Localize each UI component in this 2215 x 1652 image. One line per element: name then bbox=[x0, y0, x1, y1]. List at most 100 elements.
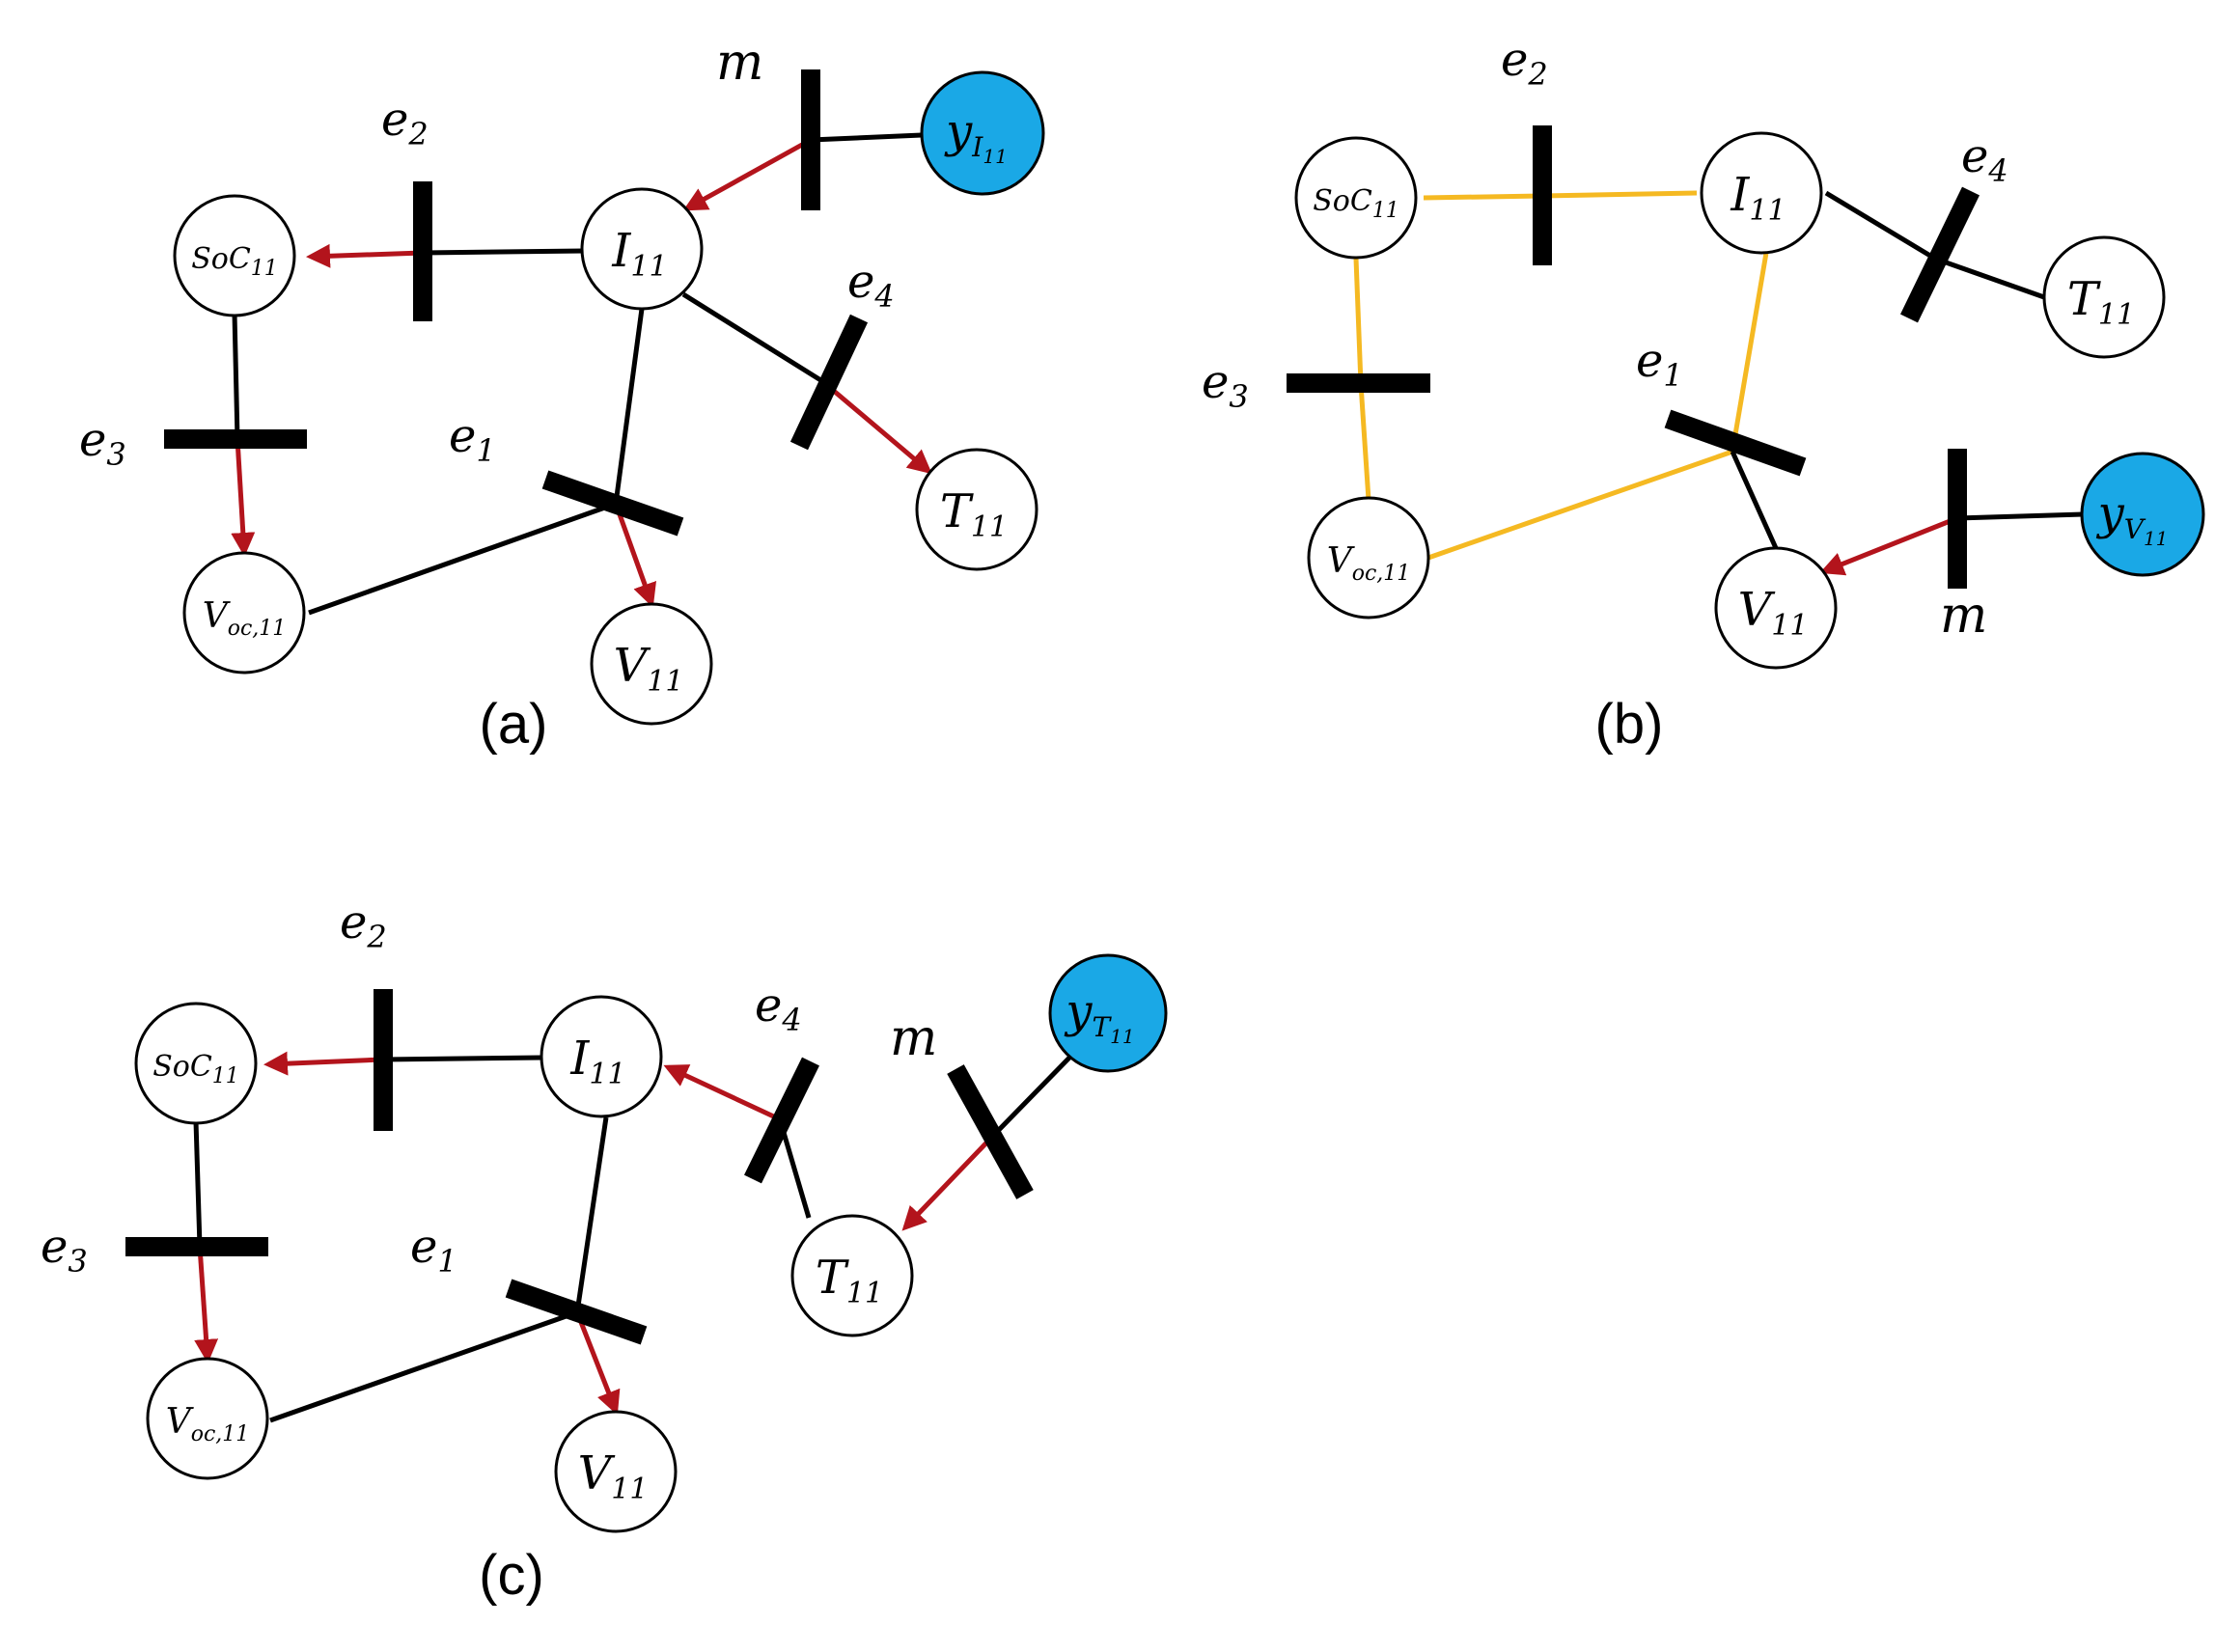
edge-i-e4 bbox=[1824, 190, 1937, 262]
node-subsubscript: 11 bbox=[983, 145, 1007, 168]
edge-i-e2 bbox=[422, 248, 585, 256]
node-subscript: 11 bbox=[971, 510, 1008, 544]
node-label: SoC bbox=[1313, 184, 1372, 218]
factor-e4 bbox=[744, 1057, 819, 1184]
node-subscript: 11 bbox=[212, 1064, 239, 1088]
edge-y-m bbox=[1956, 511, 2084, 521]
node-subscript: 11 bbox=[630, 250, 667, 284]
factor-label-m: m bbox=[716, 34, 763, 92]
svg-text:T11: T11 bbox=[816, 1251, 883, 1310]
svg-text:I11: I11 bbox=[569, 1032, 625, 1091]
factor-label-e1: e1 bbox=[1636, 334, 1683, 394]
edge-i-e1 bbox=[574, 1116, 609, 1313]
factor-label-e4: e4 bbox=[1961, 129, 2008, 189]
edge-y-m bbox=[810, 132, 923, 143]
edge-m-i bbox=[682, 137, 813, 211]
node-subscript: 11 bbox=[251, 257, 278, 281]
node-label: SoC bbox=[152, 1050, 212, 1084]
edge-soc-e3 bbox=[193, 1120, 203, 1248]
edge-e3-voc bbox=[194, 1246, 219, 1363]
edge-e4-i bbox=[663, 1064, 782, 1122]
panel-b: SoC11 I11 Voc,11 V11 T11 yV11 e2 e3 e1 e… bbox=[1202, 33, 2205, 756]
node-subscript: 11 bbox=[589, 1058, 625, 1091]
edge-e1-v bbox=[1730, 450, 1779, 550]
panel-label-c: (c) bbox=[479, 1544, 544, 1607]
factor-label-e2: e2 bbox=[1501, 33, 1548, 93]
edge-i-e4 bbox=[681, 291, 824, 384]
factor-label-m: m bbox=[890, 1009, 937, 1067]
node-observed-y: yI11 bbox=[920, 70, 1045, 196]
node-voc: Voc,11 bbox=[1307, 496, 1430, 620]
node-subscript: 11 bbox=[1771, 609, 1808, 643]
edge-e3-voc bbox=[1358, 383, 1371, 501]
factor-e1 bbox=[541, 470, 684, 537]
node-subsubscript: 11 bbox=[2144, 527, 2168, 550]
node-label: V bbox=[203, 596, 232, 636]
node-subscript: 11 bbox=[1372, 199, 1399, 223]
node-subscript: 11 bbox=[846, 1277, 883, 1310]
node-t: T11 bbox=[915, 448, 1038, 571]
factor-label-e1: e1 bbox=[410, 1220, 457, 1280]
edge-e3-voc bbox=[231, 438, 256, 557]
node-label: I bbox=[611, 224, 631, 278]
node-label: SoC bbox=[191, 242, 251, 276]
svg-text:V11: V11 bbox=[578, 1446, 649, 1506]
node-observed-y: yT11 bbox=[1048, 953, 1168, 1073]
node-subscript: oc,11 bbox=[228, 617, 287, 641]
panel-label-b: (b) bbox=[1595, 693, 1664, 756]
panel-label-a: (a) bbox=[480, 693, 548, 756]
node-subsubscript: 11 bbox=[1110, 1025, 1134, 1048]
node-label: T bbox=[2067, 272, 2101, 326]
factor-label-e1: e1 bbox=[449, 409, 496, 469]
factor-label-e4: e4 bbox=[755, 978, 802, 1038]
edge-e4-t bbox=[1934, 256, 2045, 300]
svg-text:V11: V11 bbox=[1738, 583, 1809, 643]
panel-c: SoC11 I11 Voc,11 V11 T11 yT11 e2 e3 e1 e… bbox=[41, 895, 1168, 1607]
edge-voc-e1 bbox=[308, 501, 617, 616]
factor-e4 bbox=[1900, 186, 1980, 323]
node-subscript: 11 bbox=[647, 665, 683, 699]
svg-text:V11: V11 bbox=[614, 639, 684, 699]
factor-label-e3: e3 bbox=[41, 1220, 88, 1280]
edge-e2-soc bbox=[306, 243, 424, 268]
node-t: T11 bbox=[2042, 235, 2166, 359]
node-label: V bbox=[1327, 541, 1356, 581]
edge-e4-t bbox=[820, 379, 932, 475]
node-label: V bbox=[578, 1446, 616, 1501]
node-soc: SoC11 bbox=[1294, 136, 1418, 260]
node-i: I11 bbox=[1700, 131, 1823, 255]
node-v: V11 bbox=[554, 1410, 678, 1533]
svg-text:I11: I11 bbox=[611, 224, 667, 284]
node-label: y bbox=[2096, 486, 2125, 540]
factor-label-e4: e4 bbox=[847, 255, 895, 315]
factor-label-e2: e2 bbox=[340, 895, 387, 955]
edge-voc-e1 bbox=[269, 1309, 578, 1423]
node-subscript: 11 bbox=[2098, 298, 2135, 332]
edge-soc-e3 bbox=[1353, 258, 1364, 385]
edge-m-v bbox=[1819, 515, 1958, 576]
edge-i-e1 bbox=[613, 308, 645, 505]
svg-text:SoC11: SoC11 bbox=[152, 1050, 239, 1088]
edge-voc-e1 bbox=[1427, 449, 1733, 561]
node-label: y bbox=[944, 104, 973, 158]
edge-e2-soc bbox=[263, 1051, 384, 1076]
factor-e1 bbox=[1664, 409, 1807, 477]
node-i: I11 bbox=[540, 995, 663, 1118]
node-voc: Voc,11 bbox=[146, 1357, 269, 1480]
factor-e1 bbox=[505, 1279, 648, 1345]
svg-text:Voc,11: Voc,11 bbox=[203, 596, 287, 641]
node-i: I11 bbox=[580, 187, 704, 311]
node-subscript: 11 bbox=[1749, 194, 1786, 228]
node-subscript: oc,11 bbox=[1352, 562, 1411, 586]
node-label: I bbox=[569, 1032, 590, 1086]
node-subscript: oc,11 bbox=[191, 1422, 250, 1446]
svg-text:T11: T11 bbox=[940, 484, 1008, 544]
svg-text:I11: I11 bbox=[1730, 168, 1786, 228]
edge-y-m bbox=[992, 1052, 1075, 1137]
svg-text:yV11: yV11 bbox=[2096, 486, 2169, 550]
svg-text:T11: T11 bbox=[2067, 272, 2135, 332]
svg-text:Voc,11: Voc,11 bbox=[166, 1402, 250, 1446]
factor-label-e3: e3 bbox=[79, 413, 126, 473]
edge-i-e2 bbox=[382, 1055, 543, 1062]
node-label: T bbox=[940, 484, 974, 538]
